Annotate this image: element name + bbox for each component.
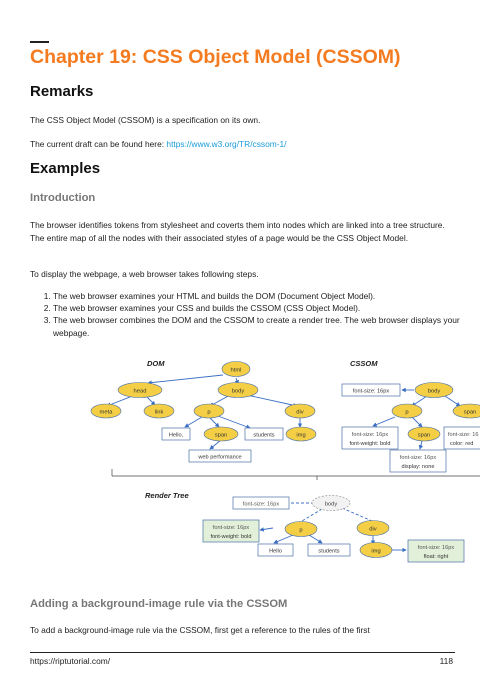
steps-list: The web browser examines your HTML and b… <box>30 290 473 339</box>
bg-image-paragraph: To add a background-image rule via the C… <box>30 625 370 635</box>
bg-image-heading: Adding a background-image rule via the C… <box>30 598 288 610</box>
svg-text:span: span <box>464 410 477 416</box>
footer-divider <box>30 652 455 653</box>
render-edges <box>259 527 407 553</box>
render-node-img: img <box>359 542 393 558</box>
list-item: The web browser examines your CSS and bu… <box>53 302 473 314</box>
svg-text:img: img <box>296 433 305 439</box>
svg-text:p: p <box>207 410 210 416</box>
cssom-edges <box>372 387 461 450</box>
cssom-box-p-styles: font-size: 16px font-weight: bold <box>341 426 399 450</box>
cssom-node-span-right: span <box>452 403 480 419</box>
intro-steps-lead: To display the webpage, a web browser ta… <box>30 269 259 279</box>
svg-text:font-size: 16px: font-size: 16px <box>243 502 280 508</box>
svg-text:body: body <box>325 502 338 508</box>
svg-text:img: img <box>371 549 380 555</box>
cssom-node-p: p <box>391 403 423 419</box>
svg-text:body: body <box>232 389 245 395</box>
list-item: The web browser combines the DOM and the… <box>53 314 473 338</box>
svg-text:span: span <box>215 433 228 439</box>
dom-box-students: students <box>244 427 284 441</box>
svg-text:Hello: Hello <box>269 549 282 555</box>
svg-text:body: body <box>428 389 441 395</box>
list-item: The web browser examines your HTML and b… <box>53 290 473 302</box>
cssom-node-span: span <box>407 426 441 442</box>
svg-text:div: div <box>296 410 304 416</box>
svg-text:head: head <box>134 389 147 395</box>
svg-text:students: students <box>318 549 339 555</box>
dom-box-hello: Hello, <box>161 427 191 441</box>
dom-node-link: link <box>143 403 175 419</box>
render-node-p: p <box>284 521 318 537</box>
cssom-box-span-right-styles: font-size: 16 color: red <box>443 426 480 450</box>
introduction-heading: Introduction <box>30 192 96 204</box>
dom-node-head: head <box>117 382 163 398</box>
combine-bracket <box>111 469 480 480</box>
cssom-box-root-font: font-size: 16px <box>341 383 401 397</box>
render-box-img-styles: font-size: 16px float: right <box>407 539 465 563</box>
examples-heading: Examples <box>30 160 101 177</box>
svg-text:span: span <box>418 433 431 439</box>
dom-node-p: p <box>193 403 225 419</box>
svg-text:students: students <box>253 433 274 439</box>
chapter-title: Chapter 19: CSS Object Model (CSSOM) <box>30 46 401 68</box>
remarks-paragraph: The CSS Object Model (CSSOM) is a specif… <box>30 115 261 125</box>
remarks-draft-text: The current draft can be found here: <box>30 139 167 149</box>
dom-node-div: div <box>284 403 316 419</box>
svg-text:link: link <box>155 410 164 416</box>
render-dashed-edges <box>291 502 373 522</box>
cssom-label: CSSOM <box>350 359 378 368</box>
svg-text:font-size: 16px: font-size: 16px <box>352 432 389 438</box>
svg-text:div: div <box>369 527 377 533</box>
cssom-box-span-styles: font-size: 16px display: none <box>389 449 447 473</box>
footer-url: https://riptutorial.com/ <box>30 656 111 666</box>
svg-text:font-size: 16px: font-size: 16px <box>418 545 455 551</box>
svg-text:p: p <box>405 410 408 416</box>
render-tree-diagram: DOM CSSOM Render Tree html <box>90 353 480 586</box>
svg-text:Hello,: Hello, <box>169 433 184 439</box>
remarks-draft-paragraph: The current draft can be found here: htt… <box>30 138 455 151</box>
svg-text:font-weight: bold: font-weight: bold <box>349 441 390 447</box>
svg-text:web performance: web performance <box>197 455 241 461</box>
svg-text:html: html <box>231 368 242 374</box>
dom-node-body: body <box>217 382 259 398</box>
svg-text:font-size: 16: font-size: 16 <box>448 432 478 438</box>
dom-box-web-performance: web performance <box>188 449 252 463</box>
dom-node-span: span <box>203 426 239 442</box>
render-box-p-styles: font-size: 16px font-weight: bold <box>202 519 260 543</box>
svg-text:font-size: 16px: font-size: 16px <box>353 389 390 395</box>
page-number: 118 <box>439 656 453 666</box>
dom-node-meta: meta <box>90 403 122 419</box>
svg-text:meta: meta <box>100 410 114 416</box>
render-box-body-font: font-size: 16px <box>232 496 290 510</box>
dom-node-img: img <box>285 426 317 442</box>
render-tree-label: Render Tree <box>145 491 189 500</box>
chapter-accent-bar <box>30 41 49 43</box>
svg-text:font-weight: bold: font-weight: bold <box>210 534 251 540</box>
svg-text:font-size: 16px: font-size: 16px <box>400 455 437 461</box>
render-node-div: div <box>356 520 390 536</box>
dom-label: DOM <box>147 359 165 368</box>
svg-text:display: none: display: none <box>402 464 435 470</box>
cssom-spec-link[interactable]: https://www.w3.org/TR/cssom-1/ <box>166 139 287 149</box>
render-box-students: students <box>307 543 351 557</box>
svg-text:p: p <box>299 528 302 534</box>
svg-text:font-size: 16px: font-size: 16px <box>213 525 250 531</box>
svg-text:color: red: color: red <box>450 441 473 447</box>
render-box-hello: Hello <box>257 543 294 557</box>
intro-paragraph: The browser identifies tokens from style… <box>30 220 445 243</box>
svg-text:float: right: float: right <box>424 554 449 560</box>
render-node-body: body <box>311 495 351 511</box>
dom-node-html: html <box>221 361 251 377</box>
cssom-node-body: body <box>414 382 454 398</box>
remarks-heading: Remarks <box>30 83 94 100</box>
